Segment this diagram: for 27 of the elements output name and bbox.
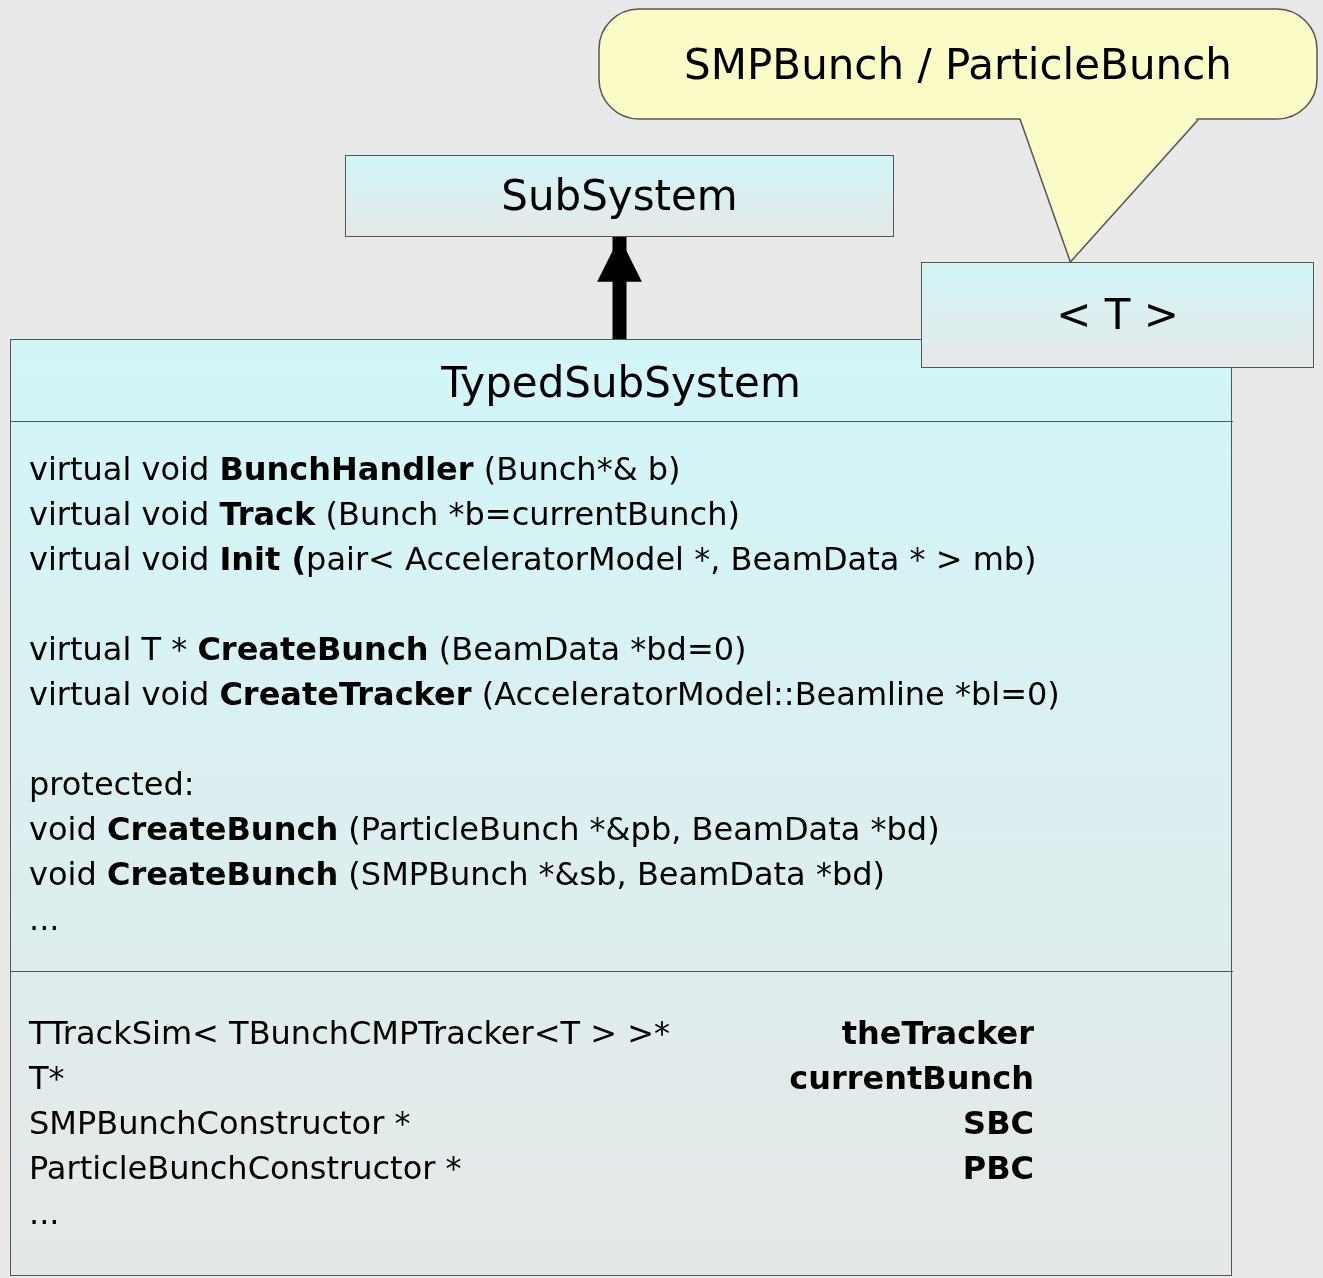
method-signature: virtual void CreateTracker (AcceleratorModel::Beamline *bl=0)	[29, 675, 1060, 713]
method-signature: void CreateBunch (ParticleBunch *&pb, BeamData *bd)	[29, 810, 940, 848]
method-signature: virtual T *CreateBunch (BeamData *bd=0)	[29, 630, 747, 668]
class-name: < T >	[1055, 294, 1180, 336]
ellipsis: ...	[29, 1194, 60, 1232]
leader-line	[1069, 119, 1199, 263]
callout-text: SMPBunch / ParticleBunch	[683, 44, 1233, 86]
attribute-type: ParticleBunchConstructor *	[29, 1149, 462, 1187]
attribute-name: theTracker	[841, 1014, 1034, 1052]
attribute-type: T*	[29, 1059, 65, 1097]
method-signature: protected:	[29, 765, 195, 803]
method-signature: virtual void BunchHandler (Bunch*& b)	[29, 450, 681, 488]
method-signature: void CreateBunch (SMPBunch *&sb, BeamData *bd)	[29, 855, 885, 893]
class-name: TypedSubSystem	[440, 362, 802, 404]
class-box	[921, 262, 1314, 368]
method-signature: virtual void Track (Bunch *b=currentBunch)	[29, 495, 740, 533]
arrow	[597, 237, 642, 339]
class-box	[345, 155, 894, 237]
attribute-name: PBC	[962, 1149, 1034, 1187]
class-name: SubSystem	[500, 175, 739, 217]
attribute-type: TTrackSim< TBunchCMPTracker<T > >*	[29, 1014, 671, 1052]
method-signature: ...	[29, 900, 60, 938]
attribute-type: SMPBunchConstructor *	[29, 1104, 411, 1142]
class-box	[10, 339, 1232, 1276]
method-signature: virtual void Init (pair< AcceleratorModel *, BeamData * > mb)	[29, 540, 1037, 578]
attribute-name: currentBunch	[789, 1059, 1034, 1097]
attribute-name: SBC	[963, 1104, 1034, 1142]
